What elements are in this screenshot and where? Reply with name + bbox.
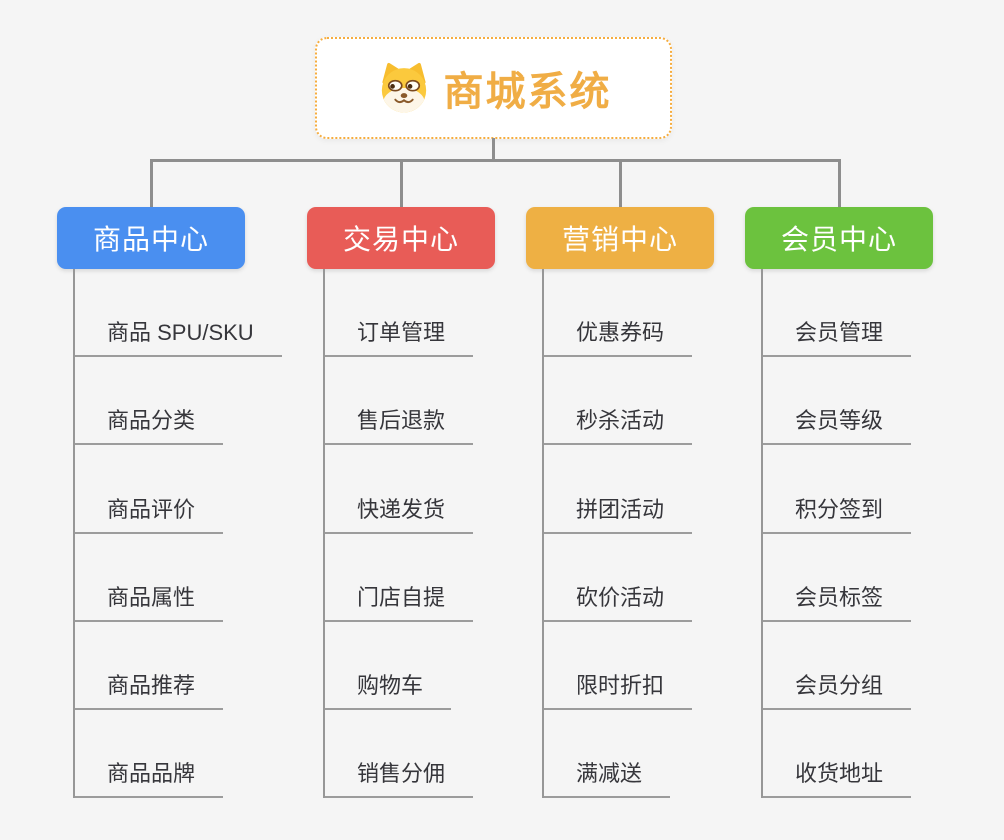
child-topic[interactable]: 限时折扣 — [544, 668, 693, 710]
branch-node-label: 商品中心 — [92, 224, 209, 255]
child-cell: 订单管理 — [325, 269, 474, 358]
child-cell: 销售分佣 — [325, 710, 474, 799]
child-cell: 满减送 — [544, 710, 692, 799]
child-topic[interactable]: 拼团活动 — [544, 492, 693, 534]
child-topic-label: 砍价活动 — [576, 584, 665, 610]
child-topic[interactable]: 购物车 — [325, 668, 452, 710]
branch-node-label: 营销中心 — [561, 224, 678, 255]
child-topic[interactable]: 商品推荐 — [75, 668, 224, 710]
child-cell: 商品评价 — [75, 445, 282, 534]
connector-branch-drop — [149, 159, 153, 207]
child-topic-label: 收货地址 — [795, 761, 884, 787]
child-topic-label: 积分签到 — [795, 496, 884, 522]
child-cell: 门店自提 — [325, 534, 474, 622]
child-cell: 积分签到 — [763, 445, 912, 534]
child-topic-label: 优惠券码 — [576, 320, 665, 346]
child-topic[interactable]: 门店自提 — [325, 580, 474, 622]
child-cell: 会员标签 — [763, 534, 912, 622]
root-node-label: 商城系统 — [443, 70, 612, 114]
child-topic-label: 售后退款 — [357, 408, 446, 434]
child-topic[interactable]: 收货地址 — [763, 756, 912, 799]
child-cell: 会员等级 — [763, 357, 912, 446]
child-topic[interactable]: 秒杀活动 — [544, 403, 693, 446]
child-topic[interactable]: 优惠券码 — [544, 315, 693, 358]
child-topic-label: 满减送 — [576, 761, 643, 787]
child-cell: 限时折扣 — [544, 622, 693, 710]
child-topic[interactable]: 商品 SPU/SKU — [75, 315, 282, 358]
branch-node[interactable]: 会员中心 — [745, 207, 933, 269]
child-column: 订单管理售后退款快递发货门店自提购物车销售分佣 — [323, 269, 474, 799]
child-topic[interactable]: 订单管理 — [325, 315, 474, 358]
child-topic[interactable]: 售后退款 — [325, 403, 474, 446]
child-topic-label: 拼团活动 — [576, 496, 665, 522]
child-column: 会员管理会员等级积分签到会员标签会员分组收货地址 — [761, 269, 912, 799]
child-topic[interactable]: 商品属性 — [75, 580, 224, 622]
child-topic[interactable]: 销售分佣 — [325, 756, 474, 799]
child-column: 优惠券码秒杀活动拼团活动砍价活动限时折扣满减送 — [542, 269, 693, 799]
child-topic-label: 商品分类 — [107, 408, 196, 434]
branch-node[interactable]: 交易中心 — [307, 207, 495, 269]
child-topic[interactable]: 会员管理 — [763, 315, 912, 358]
child-topic-label: 商品品牌 — [107, 761, 196, 787]
child-cell: 砍价活动 — [544, 534, 693, 622]
root-node[interactable]: 商城系统 — [315, 37, 672, 139]
connector-root-stem — [492, 138, 495, 162]
child-topic-label: 会员分组 — [795, 672, 884, 698]
child-cell: 商品分类 — [75, 357, 282, 446]
child-topic-label: 商品评价 — [107, 496, 196, 522]
child-topic[interactable]: 砍价活动 — [544, 580, 693, 622]
connector-branch-drop — [618, 159, 622, 207]
child-topic-label: 限时折扣 — [576, 672, 665, 698]
child-cell: 拼团活动 — [544, 445, 693, 534]
child-cell: 商品推荐 — [75, 622, 282, 710]
connector-branch-drop — [399, 159, 403, 207]
child-topic-label: 购物车 — [357, 672, 424, 698]
child-cell: 商品 SPU/SKU — [75, 269, 282, 358]
child-cell: 秒杀活动 — [544, 357, 693, 446]
branch-node[interactable]: 营销中心 — [526, 207, 714, 269]
child-topic-label: 会员管理 — [795, 320, 884, 346]
child-topic-label: 秒杀活动 — [576, 408, 665, 434]
child-topic[interactable]: 商品分类 — [75, 403, 224, 446]
child-topic[interactable]: 快递发货 — [325, 492, 474, 534]
child-topic-label: 会员标签 — [795, 584, 884, 610]
child-topic-label: 销售分佣 — [357, 761, 446, 787]
child-cell: 购物车 — [325, 622, 473, 710]
branch-node[interactable]: 商品中心 — [57, 207, 245, 269]
child-cell: 优惠券码 — [544, 269, 693, 358]
child-topic[interactable]: 积分签到 — [763, 492, 912, 534]
child-topic[interactable]: 满减送 — [544, 756, 671, 799]
child-topic[interactable]: 会员等级 — [763, 403, 912, 446]
child-topic[interactable]: 商品品牌 — [75, 756, 224, 799]
child-topic-label: 商品属性 — [107, 584, 196, 610]
child-cell: 会员分组 — [763, 622, 912, 710]
child-cell: 商品属性 — [75, 534, 282, 622]
child-topic[interactable]: 会员标签 — [763, 580, 912, 622]
connector-branch-drop — [837, 159, 841, 207]
child-cell: 售后退款 — [325, 357, 474, 446]
child-cell: 快递发货 — [325, 445, 474, 534]
child-topic-label: 订单管理 — [357, 320, 446, 346]
child-cell: 商品品牌 — [75, 710, 282, 799]
child-topic-label: 会员等级 — [795, 408, 884, 434]
child-topic-label: 商品推荐 — [107, 672, 196, 698]
child-topic-label: 门店自提 — [357, 584, 446, 610]
branch-node-label: 会员中心 — [780, 224, 897, 255]
child-topic-label: 快递发货 — [357, 496, 446, 522]
dog-face-icon — [381, 62, 426, 113]
child-cell: 会员管理 — [763, 269, 912, 358]
child-topic[interactable]: 商品评价 — [75, 492, 224, 534]
child-cell: 收货地址 — [763, 710, 912, 799]
child-topic-label: 商品 SPU/SKU — [107, 320, 254, 346]
branch-node-label: 交易中心 — [342, 224, 459, 255]
child-column: 商品 SPU/SKU 商品分类商品评价商品属性商品推荐商品品牌 — [73, 269, 282, 799]
child-topic[interactable]: 会员分组 — [763, 668, 912, 710]
connector-spine — [149, 159, 841, 162]
